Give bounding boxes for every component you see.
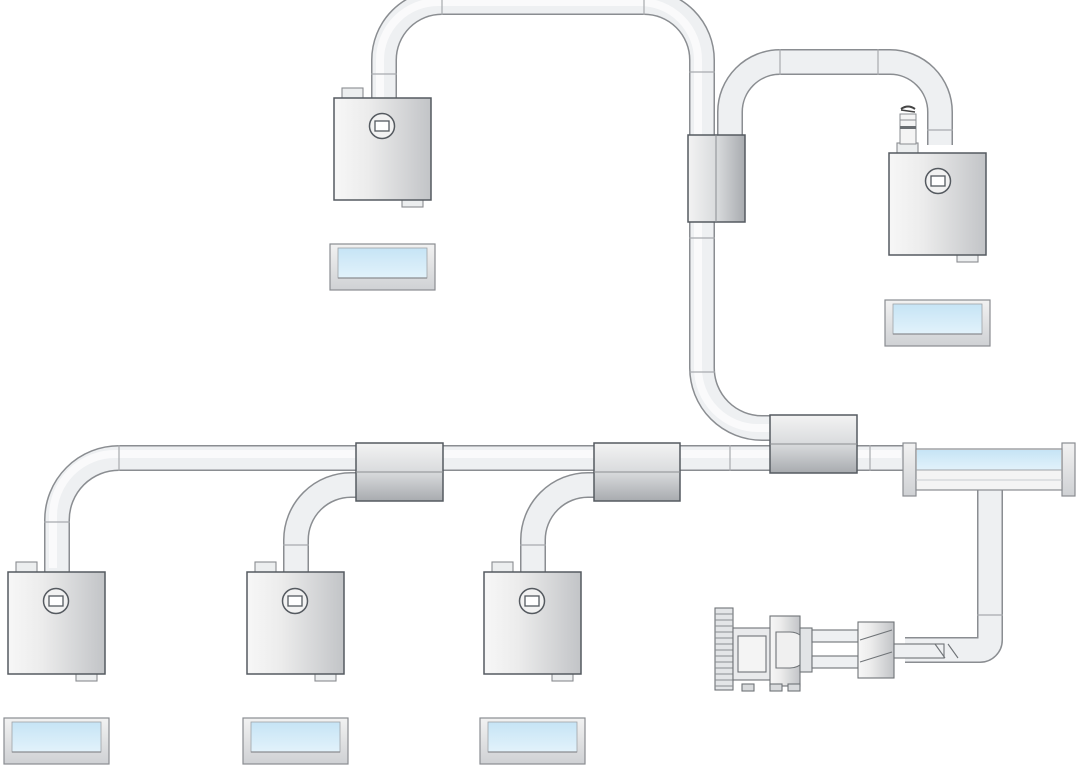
tray-bottom-3 [479, 717, 586, 765]
pump-motor-assembly [714, 607, 959, 692]
motor-fins [714, 607, 734, 691]
tray-top-right [884, 299, 991, 347]
coupling-main-2 [593, 442, 681, 502]
vessel-gauge-icon [368, 112, 396, 140]
tray-bottom-2 [242, 717, 349, 765]
coupling-main-1 [355, 442, 444, 502]
manifold-tank [902, 442, 1076, 497]
vessel-bottom-3 [483, 561, 582, 682]
vessel-top-center [333, 87, 432, 208]
vessel-top-right [888, 142, 987, 263]
vessel-gauge-icon [924, 167, 952, 195]
vent-valve [899, 105, 917, 145]
vessel-gauge-icon [518, 587, 546, 615]
vessel-bottom-1 [7, 561, 106, 682]
tray-top-center [329, 243, 436, 291]
coupling-junction [769, 414, 858, 474]
vessel-gauge-icon [281, 587, 309, 615]
vessel-bottom-2 [246, 561, 345, 682]
pipe-network [44, 0, 1003, 663]
vessel-gauge-icon [42, 587, 70, 615]
coupling-vertical [687, 134, 746, 223]
tray-bottom-1 [3, 717, 110, 765]
